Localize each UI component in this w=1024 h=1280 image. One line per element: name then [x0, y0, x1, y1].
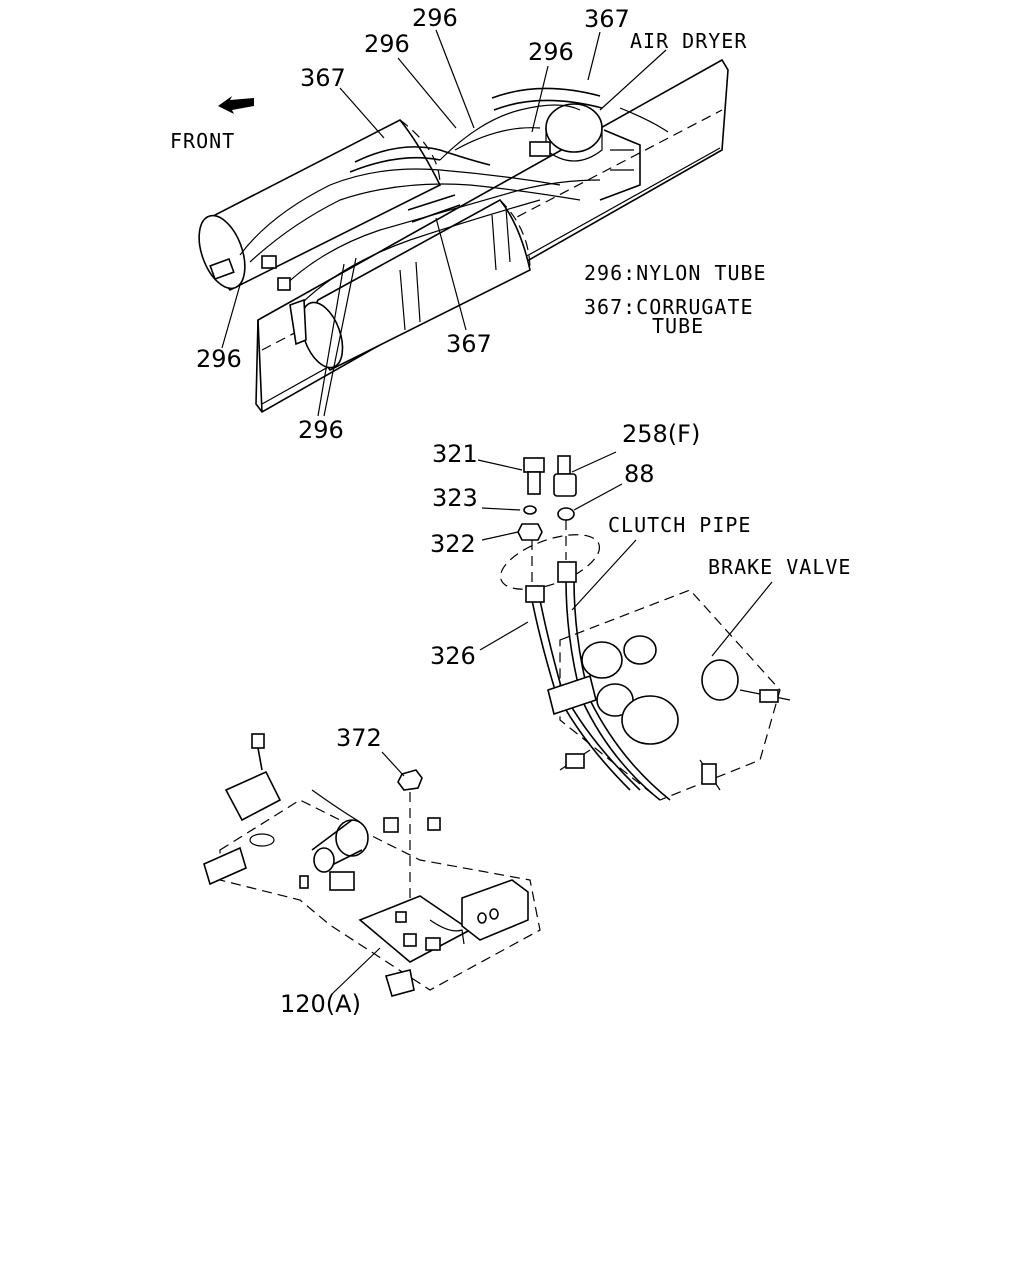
front-label: FRONT	[170, 129, 235, 153]
callout-367-bottom: 367	[446, 330, 492, 358]
callout-88: 88	[624, 460, 655, 488]
callout-322: 322	[430, 530, 476, 558]
callout-296-bottom: 296	[298, 416, 344, 444]
clutch-pipe-label: CLUTCH PIPE	[608, 513, 751, 537]
callout-296-top: 296	[412, 4, 458, 32]
callout-367-left: 367	[300, 64, 346, 92]
legend-nylon-tube: 296:NYLON TUBE	[584, 261, 767, 285]
brake-valve-assembly-drawing	[477, 451, 791, 801]
callout-321: 321	[432, 440, 478, 468]
callout-120a: 120(A)	[280, 990, 361, 1018]
callout-296-left: 296	[364, 30, 410, 58]
top-assembly-labels: 296 296 367 296 367 AIR DRYER FRONT 296 …	[170, 4, 767, 444]
legend-corrugate-tube-line1: 367:CORRUGATE	[584, 295, 754, 319]
brake-valve-label: BRAKE VALVE	[708, 555, 851, 579]
callout-367-top: 367	[584, 5, 630, 33]
callout-326: 326	[430, 642, 476, 670]
bottom-assembly-labels: 372 120(A)	[280, 724, 382, 1018]
callout-372: 372	[336, 724, 382, 752]
callout-323: 323	[432, 484, 478, 512]
callout-296-right: 296	[528, 38, 574, 66]
callout-296-bottom-left: 296	[196, 345, 242, 373]
middle-assembly-labels: 321 258(F) 88 323 CLUTCH PIPE 322 BRAKE …	[430, 420, 851, 670]
legend-corrugate-tube-line2: TUBE	[652, 314, 704, 338]
callout-258f: 258(F)	[622, 420, 700, 448]
air-tank-assembly-drawing	[198, 29, 729, 417]
bracket-assembly-drawing	[203, 733, 541, 997]
front-arrow-icon	[218, 96, 254, 114]
air-dryer-label: AIR DRYER	[630, 29, 747, 53]
